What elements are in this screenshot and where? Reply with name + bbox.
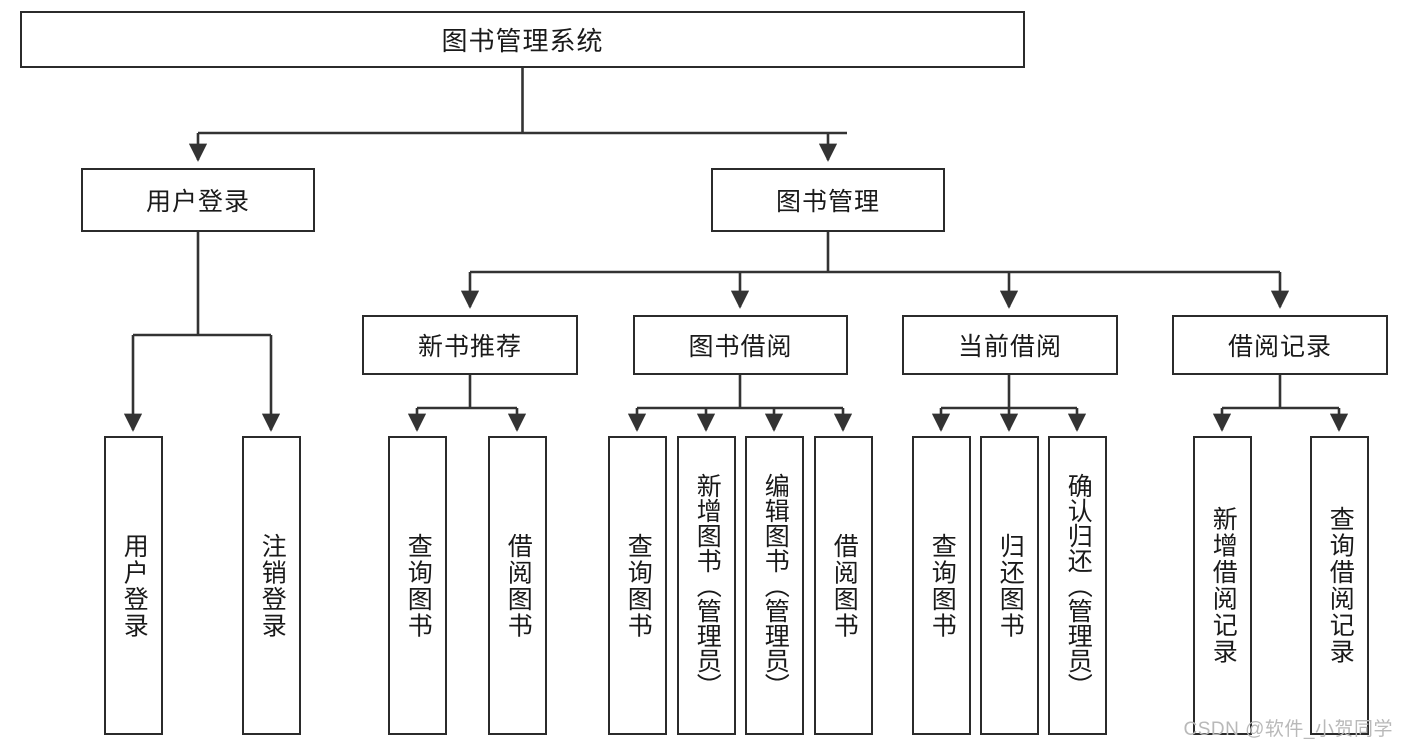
node-book-management[interactable]: 图书管理 [711, 168, 945, 232]
leaf-add-borrow-record[interactable]: 新增借阅记录 [1193, 436, 1252, 735]
node-borrow-record[interactable]: 借阅记录 [1172, 315, 1388, 375]
node-new-book-recommend[interactable]: 新书推荐 [362, 315, 578, 375]
leaf-label: 新增借阅记录 [1209, 506, 1238, 665]
leaf-borrow-book-recommend[interactable]: 借阅图书 [488, 436, 547, 735]
leaf-query-book-current[interactable]: 查询图书 [912, 436, 971, 735]
leaf-confirm-return-admin[interactable]: 确认归还（管理员） [1048, 436, 1107, 735]
leaf-return-book[interactable]: 归还图书 [980, 436, 1039, 735]
leaf-logout-login[interactable]: 注销登录 [242, 436, 301, 735]
leaf-add-book-admin[interactable]: 新增图书（管理员） [677, 436, 736, 735]
node-user-login[interactable]: 用户登录 [81, 168, 315, 232]
leaf-edit-book-admin[interactable]: 编辑图书（管理员） [745, 436, 804, 735]
leaf-label: 查询图书 [624, 532, 653, 639]
leaf-label: 归还图书 [996, 532, 1025, 639]
leaf-label: 注销登录 [258, 532, 287, 639]
watermark-text: CSDN @软件_小贺同学 [1183, 719, 1393, 740]
node-book-borrow[interactable]: 图书借阅 [633, 315, 848, 375]
leaf-label: 新增图书（管理员） [693, 473, 722, 698]
leaf-query-book-recommend[interactable]: 查询图书 [388, 436, 447, 735]
leaf-label: 借阅图书 [830, 532, 859, 639]
leaf-label: 查询借阅记录 [1326, 506, 1355, 665]
leaf-borrow-book[interactable]: 借阅图书 [814, 436, 873, 735]
leaf-label: 用户登录 [120, 532, 149, 639]
leaf-label: 确认归还（管理员） [1064, 473, 1093, 698]
leaf-label: 查询图书 [928, 532, 957, 639]
leaf-label: 查询图书 [404, 532, 433, 639]
leaf-label: 编辑图书（管理员） [761, 473, 790, 698]
node-root-system[interactable]: 图书管理系统 [20, 11, 1025, 68]
leaf-query-borrow-record[interactable]: 查询借阅记录 [1310, 436, 1369, 735]
leaf-query-book-borrow[interactable]: 查询图书 [608, 436, 667, 735]
leaf-label: 借阅图书 [504, 532, 533, 639]
node-current-borrow[interactable]: 当前借阅 [902, 315, 1118, 375]
leaf-user-login[interactable]: 用户登录 [104, 436, 163, 735]
